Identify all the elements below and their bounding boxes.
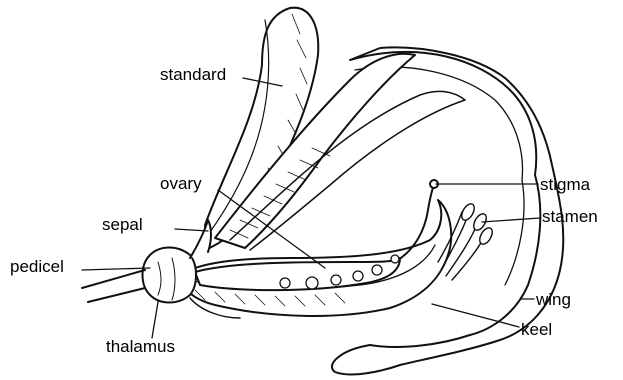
label-stigma: stigma: [540, 176, 590, 193]
pedicel: [82, 270, 145, 302]
label-wing: wing: [536, 291, 571, 308]
label-sepal: sepal: [102, 216, 143, 233]
label-pedicel: pedicel: [10, 258, 64, 275]
label-stamen: stamen: [542, 208, 598, 225]
label-keel: keel: [521, 321, 552, 338]
thalamus: [143, 248, 197, 303]
sepal: [190, 220, 211, 258]
label-thalamus: thalamus: [106, 338, 175, 355]
label-standard: standard: [160, 66, 226, 83]
label-ovary: ovary: [160, 175, 202, 192]
